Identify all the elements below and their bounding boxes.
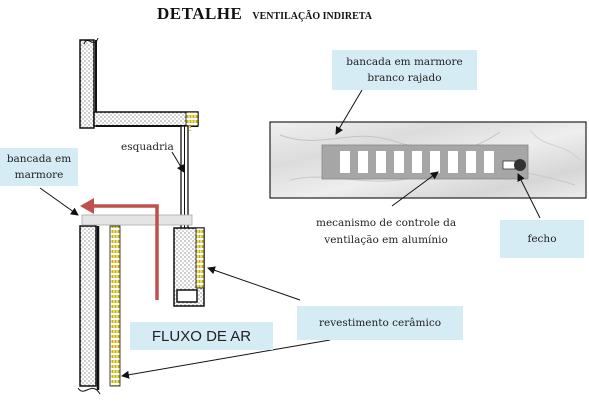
window-frame — [180, 125, 189, 231]
latch — [502, 159, 526, 171]
title-main: DETALHE — [157, 4, 243, 23]
leader-esquadria — [171, 151, 185, 173]
vent-slot — [412, 151, 422, 173]
upper-wall — [79, 37, 199, 131]
vent-slot — [376, 151, 386, 173]
label-mecanismo: mecanismo de controle da ventilação em a… — [316, 215, 456, 249]
leader-bancada-right — [335, 89, 363, 135]
leader-fecho — [517, 173, 541, 219]
label-line: fecho — [527, 233, 557, 245]
label-revestimento: revestimento cerâmico — [297, 306, 463, 340]
label-line: marmore — [14, 169, 64, 181]
vent-slot — [448, 151, 458, 173]
lower-wall — [77, 225, 121, 395]
vent-mechanism — [321, 144, 529, 180]
label-esquadria: esquadria — [121, 141, 174, 153]
label-line: branco rajado — [367, 72, 442, 84]
vent-slot — [466, 151, 476, 173]
leader-mecanismo — [391, 171, 439, 207]
vent-slot — [358, 151, 368, 173]
label-line: mecanismo de controle da — [316, 217, 457, 229]
leader-revestimento-1 — [207, 266, 301, 301]
label-fecho: fecho — [500, 220, 584, 258]
label-line: ventilação em alumínio — [324, 234, 448, 246]
vent-slot — [340, 151, 350, 173]
counter-section — [81, 214, 193, 226]
vent-housing — [173, 227, 205, 307]
label-bancada-rajado: bancada em marmore branco rajado — [332, 50, 477, 90]
label-fluxo-de-ar: FLUXO DE AR — [130, 322, 273, 350]
label-line: revestimento cerâmico — [318, 317, 442, 329]
label-bancada-marmore-left: bancada em marmore — [0, 148, 78, 186]
title-sub: VENTILAÇÃO INDIRETA — [252, 11, 372, 22]
diagram-title: DETALHE VENTILAÇÃO INDIRETA — [157, 4, 372, 24]
leader-bancada-left — [39, 187, 79, 216]
vent-slot — [394, 151, 404, 173]
airflow-arrow — [80, 198, 159, 300]
leader-revestimento-2 — [121, 339, 331, 379]
label-line: bancada em marmore — [346, 56, 463, 68]
vent-slot — [484, 151, 494, 173]
vent-slot — [430, 151, 440, 173]
label-line: bancada em — [6, 153, 72, 165]
